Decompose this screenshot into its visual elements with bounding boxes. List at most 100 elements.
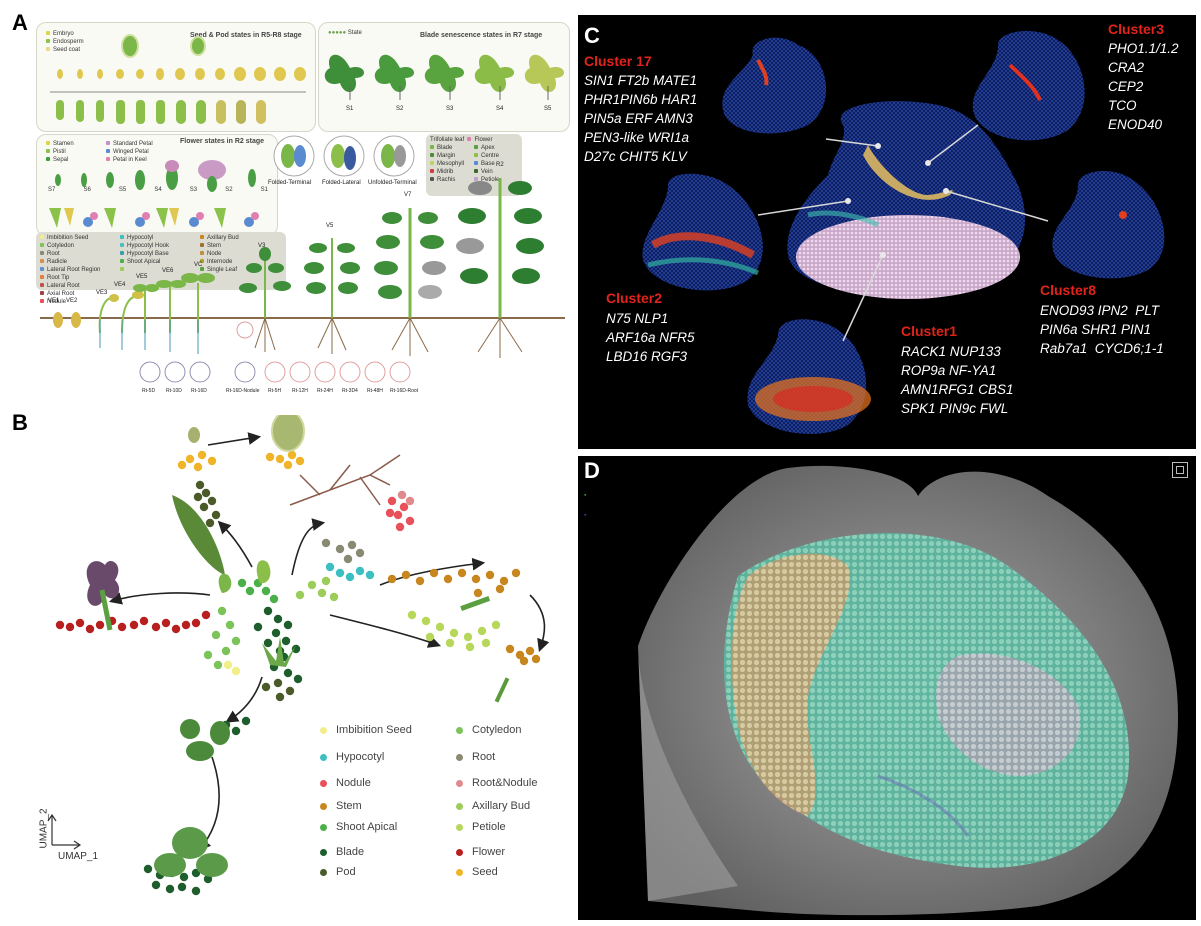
cluster2-thumbnail [642,173,763,291]
legend-flower: Flower [456,846,505,858]
umap-point [519,656,529,666]
umap-point [75,618,85,628]
umap-point [429,568,439,578]
umap-point [399,502,409,512]
umap-point [491,620,501,630]
umap-point [345,572,355,582]
umap-point [191,618,201,628]
cluster1-genes: RACK1 NUP133 ROP9a NF-YA1 AMN1RFG1 CBS1 … [901,344,1014,416]
umap-point [443,574,453,584]
seed-legend: Embryo Endosperm Seed coat [46,30,84,54]
umap-point [387,496,397,506]
umap-point [273,678,283,688]
umap-point [385,508,395,518]
umap-scatter [47,415,550,896]
umap-point [335,568,345,578]
umap-point [395,522,405,532]
cluster17-thumbnail [722,37,827,134]
umap-point [211,510,221,520]
umap-point [275,692,285,702]
central-cluster2-region [807,210,880,228]
umap-point [211,630,221,640]
flower-legend-winged-petal: Winged Petal [113,149,149,155]
umap-point [253,622,263,632]
blade-senescence-title: Blade senescence states in R7 stage [420,32,543,39]
umap-point [195,480,205,490]
umap-point [531,654,541,664]
panel-letter-a: A [12,10,28,35]
cluster2-title: Cluster2 [606,290,663,306]
cluster8-thumbnail [1052,170,1165,279]
cell-cloud-orange [731,553,850,816]
umap-y-label: UMAP_2 [38,808,50,849]
umap-point [65,622,75,632]
umap-point [317,588,327,598]
umap-point [525,646,535,656]
panel-a-growth-atlas: Seed & Pod states in R5-R8 stage Embryo … [30,18,575,403]
umap-point [217,606,227,616]
umap-point [193,462,203,472]
blade-stages-illustration [324,54,565,100]
umap-point [55,620,65,630]
umap-point [171,624,181,634]
umap-point [85,624,95,634]
blade-illustration [180,719,230,761]
trifoliate-leaf-circles [273,135,415,177]
flower-legend: Stamen Standard Petal Pistil Winged Peta… [46,140,176,164]
umap-point [511,568,521,578]
umap-point [355,566,365,576]
umap-point [177,460,187,470]
umap-point [281,636,291,646]
axis-glyphs: ▪ ▪ [584,492,587,519]
umap-point [177,882,187,892]
umap-x-label: UMAP_1 [58,851,99,862]
trifoliate-illustration [154,827,228,877]
arrow-to-root [291,518,326,576]
cluster3-genes: PHO1.1/1.2 CRA2 CEP2 TCO ENOD40 [1108,41,1179,132]
panel-letter-c: C [584,23,600,48]
trifoliate-label-folded-lateral: Folded-Lateral [322,180,361,186]
umap-point [201,488,211,498]
umap-point [329,592,339,602]
umap-point [321,576,331,586]
umap-point [275,454,285,464]
arrow-to-petiole [329,614,442,648]
arrow-to-pod [217,520,253,568]
umap-point [387,574,397,584]
legend-cotyledon: Cotyledon [456,724,522,736]
seed-pod-title: Seed & Pod states in R5-R8 stage [190,32,302,39]
panel-c-spatial-clusters: C Cluster 17 SIN1 FT2b MATE1 PHR1PIN6b H… [578,15,1196,449]
umap-point [245,586,255,596]
umap-point [185,454,195,464]
expand-view-icon[interactable] [1172,462,1188,478]
umap-point [405,516,415,526]
umap-point [415,576,425,586]
umap-point [283,460,293,470]
umap-point [231,726,241,736]
umap-point [445,638,455,648]
flower-legend-petal-keel: Petal in Keel [113,157,147,163]
cell-cloud-pink [936,653,1080,776]
umap-point [197,450,207,460]
umap-point [325,562,335,572]
legend-hypocotyl: Hypocotyl [320,751,384,763]
cluster17-genes: SIN1 FT2b MATE1 PHR1PIN6b HAR1 PIN5a ERF… [584,73,698,164]
umap-point [285,686,295,696]
tissue-legend: Imbibition Seed Hypocotyl Axillary Bud C… [40,234,280,306]
umap-point [181,620,191,630]
umap-point [365,570,375,580]
volume-render [638,465,1178,916]
umap-point [355,548,365,558]
umap-point [179,872,189,882]
umap-point [283,668,293,678]
umap-point [261,682,271,692]
petiole-illustration [460,595,491,611]
umap-point [225,620,235,630]
spatial-cluster-illustration [642,30,1165,435]
cluster17-title: Cluster 17 [584,53,652,69]
legend-petiole: Petiole [456,821,506,833]
umap-point [271,628,281,638]
umap-point [495,584,505,594]
umap-point [213,660,223,670]
umap-point [287,450,297,460]
